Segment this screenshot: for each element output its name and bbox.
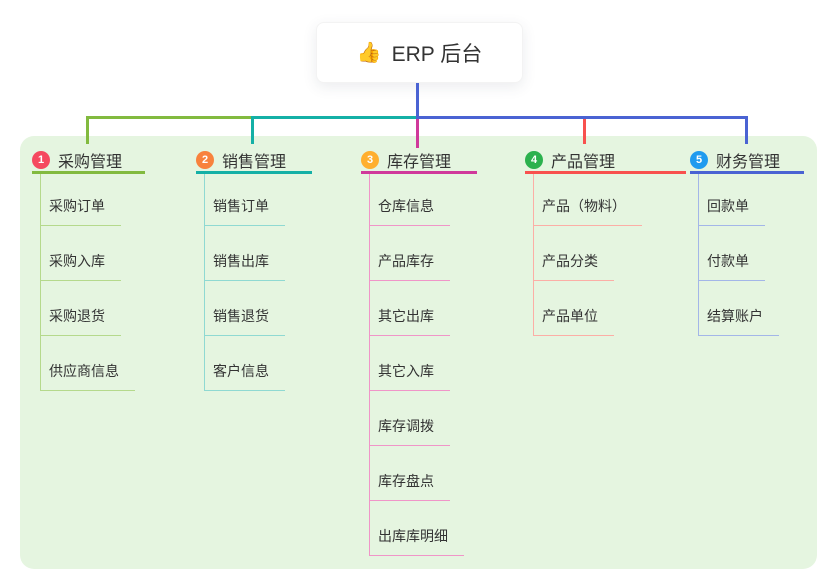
branch-product: 4 产品管理 产品（物料） 产品分类 产品单位	[525, 148, 686, 336]
connector-drop-branch5	[745, 116, 748, 144]
mindmap-item[interactable]: 销售出库	[205, 226, 285, 281]
branch-sales: 2 销售管理 销售订单 销售出库 销售退货 客户信息	[196, 148, 312, 391]
connector-trunk	[416, 83, 419, 117]
connector-drop-branch1	[86, 116, 89, 144]
connector-bus-branch1	[86, 116, 254, 119]
branch-finance-header[interactable]: 5 财务管理	[690, 148, 804, 174]
branch-title: 产品管理	[551, 153, 616, 171]
mindmap-item[interactable]: 供应商信息	[41, 336, 135, 391]
branch-purchase-header[interactable]: 1 采购管理	[32, 148, 145, 174]
mindmap-item[interactable]: 产品分类	[534, 226, 614, 281]
mindmap-item[interactable]: 产品单位	[534, 281, 614, 336]
mindmap-item[interactable]: 销售退货	[205, 281, 285, 336]
mindmap-item[interactable]: 结算账户	[699, 281, 779, 336]
branch-product-header[interactable]: 4 产品管理	[525, 148, 686, 174]
branch-sales-items: 销售订单 销售出库 销售退货 客户信息	[204, 174, 312, 391]
mindmap-item[interactable]: 产品库存	[370, 226, 450, 281]
mindmap-item[interactable]: 付款单	[699, 226, 765, 281]
mindmap-item[interactable]: 其它入库	[370, 336, 450, 391]
branch-number-badge: 5	[690, 150, 708, 169]
branch-title: 财务管理	[716, 153, 781, 171]
mindmap-item[interactable]: 采购入库	[41, 226, 121, 281]
branch-inventory: 3 库存管理 仓库信息 产品库存 其它出库 其它入库 库存调拨 库存盘点 出库库…	[361, 148, 477, 556]
branch-sales-header[interactable]: 2 销售管理	[196, 148, 312, 174]
mindmap-item[interactable]: 销售订单	[205, 174, 285, 226]
mindmap-item[interactable]: 出库库明细	[370, 501, 464, 556]
branch-purchase: 1 采购管理 采购订单 采购入库 采购退货 供应商信息	[32, 148, 145, 391]
branch-number-badge: 3	[361, 150, 379, 169]
connector-drop-branch3	[416, 119, 419, 148]
thumbs-up-icon: 👍	[356, 41, 382, 64]
mindmap-item[interactable]: 库存盘点	[370, 446, 450, 501]
connector-drop-branch2	[251, 116, 254, 144]
branch-title: 采购管理	[58, 153, 123, 171]
branch-number-badge: 2	[196, 150, 214, 169]
mindmap-item[interactable]: 采购退货	[41, 281, 121, 336]
branch-inventory-items: 仓库信息 产品库存 其它出库 其它入库 库存调拨 库存盘点 出库库明细	[369, 174, 477, 556]
branch-title: 销售管理	[222, 153, 287, 171]
mindmap-item[interactable]: 客户信息	[205, 336, 285, 391]
root-node-label: ERP 后台	[391, 42, 483, 66]
mindmap-panel	[20, 136, 817, 569]
mindmap-item[interactable]: 产品（物料）	[534, 174, 642, 226]
branch-finance-items: 回款单 付款单 结算账户	[698, 174, 804, 336]
branch-inventory-header[interactable]: 3 库存管理	[361, 148, 477, 174]
mindmap-item[interactable]: 其它出库	[370, 281, 450, 336]
connector-bus-branch5	[416, 116, 748, 119]
mindmap-item[interactable]: 采购订单	[41, 174, 121, 226]
branch-product-items: 产品（物料） 产品分类 产品单位	[533, 174, 686, 336]
mindmap-item[interactable]: 仓库信息	[370, 174, 450, 226]
mindmap-root-node[interactable]: 👍 ERP 后台	[316, 22, 523, 83]
connector-bus-branch2	[251, 116, 419, 119]
branch-number-badge: 1	[32, 150, 50, 169]
mindmap-item[interactable]: 库存调拨	[370, 391, 450, 446]
mindmap-item[interactable]: 回款单	[699, 174, 765, 226]
branch-number-badge: 4	[525, 150, 543, 169]
connector-drop-branch4	[583, 119, 586, 144]
branch-purchase-items: 采购订单 采购入库 采购退货 供应商信息	[40, 174, 145, 391]
branch-finance: 5 财务管理 回款单 付款单 结算账户	[690, 148, 804, 336]
branch-title: 库存管理	[387, 153, 452, 171]
